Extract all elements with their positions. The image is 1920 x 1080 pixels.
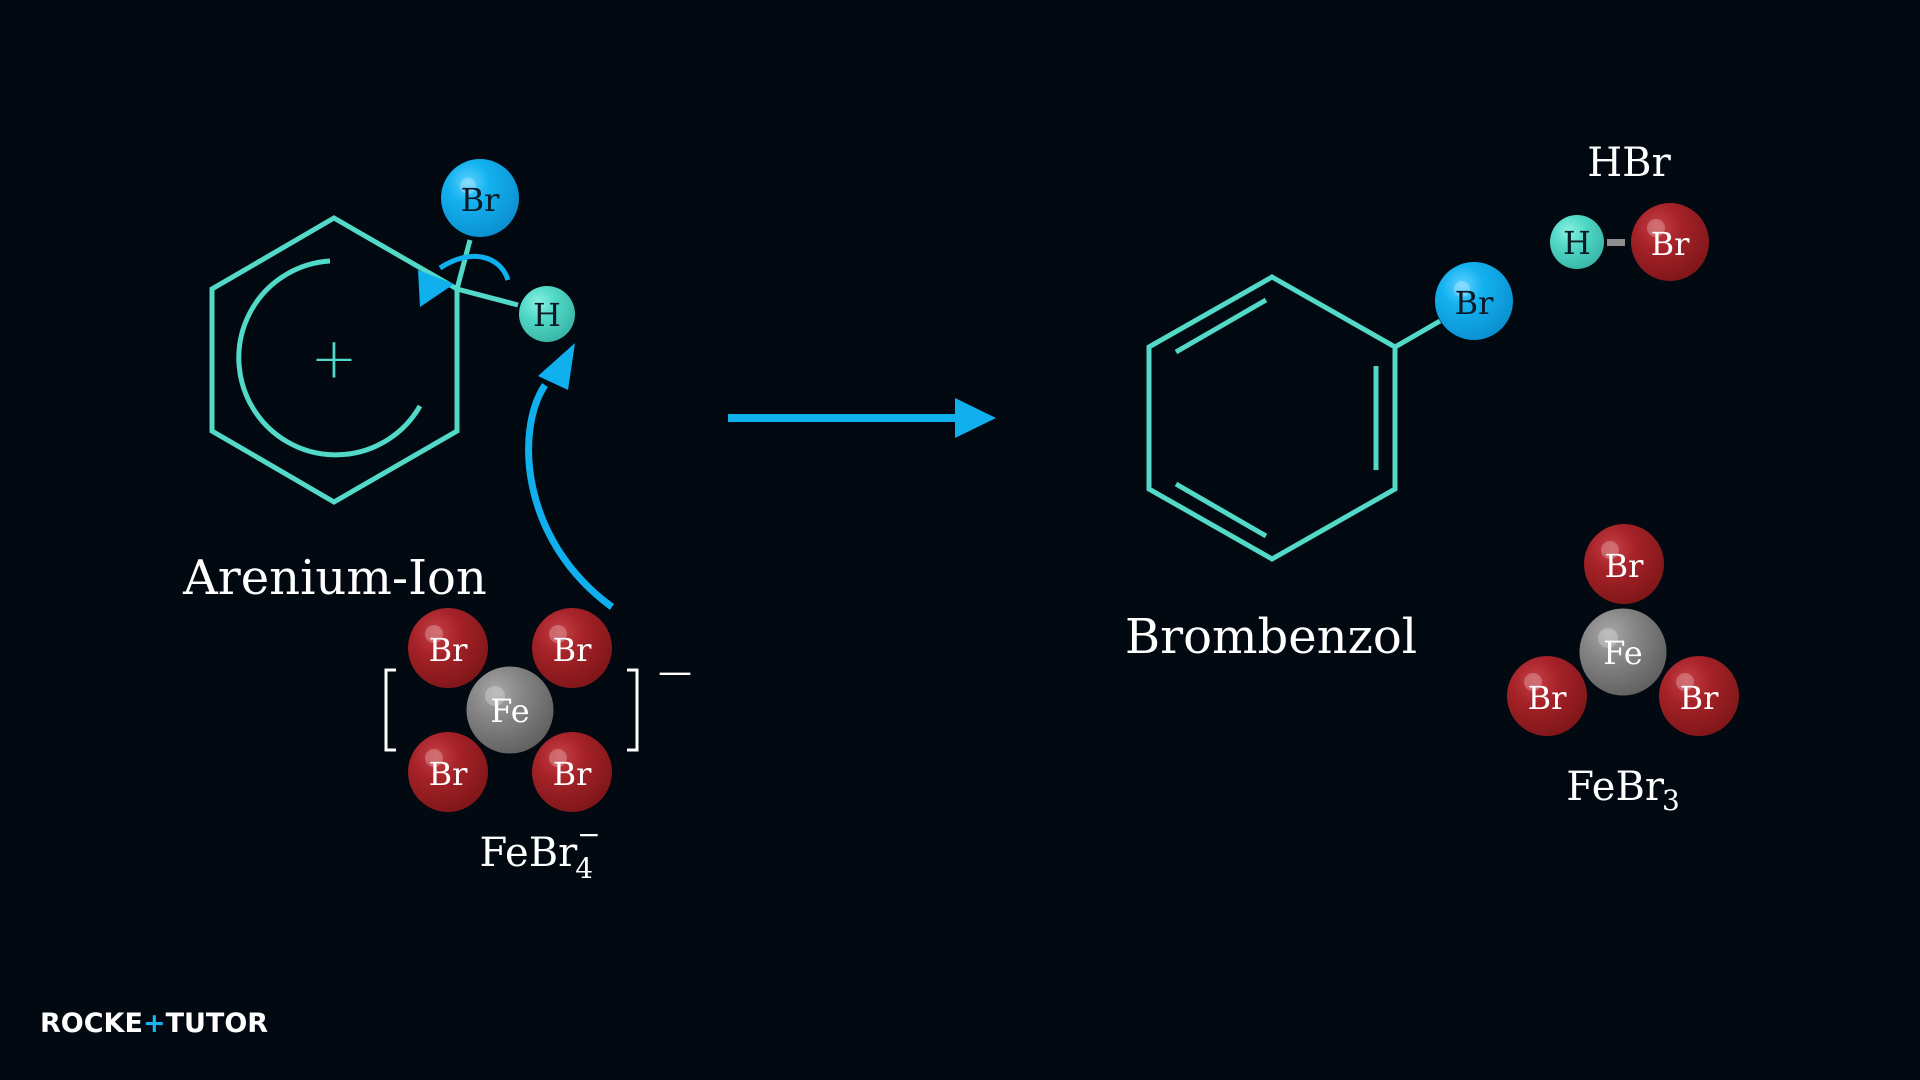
electron-push-arrow [438,253,511,281]
febr4-br-3: Br [408,732,488,812]
delocalized-arc [236,258,423,458]
febr3-br-left: Br [1507,656,1587,736]
c-h-bond [456,286,519,308]
arenium-br-label: Br [461,181,501,219]
logo-part-2: TUTO [165,1008,248,1039]
arenium-ion-label: Arenium-Ion [182,550,487,606]
svg-text:Br: Br [1528,679,1568,717]
svg-text:Br: Br [1651,225,1691,263]
brombenzol-br-atom: Br [1435,262,1513,340]
positive-charge: + [311,327,358,392]
svg-text:Br: Br [1680,679,1720,717]
complex-charge: — [658,652,692,692]
hbr-molecule: HBr H Br [1550,140,1709,281]
febr3-br-top: Br [1584,524,1664,604]
febr3-subscript: 3 [1662,784,1680,817]
left-bracket [384,668,396,752]
febr3-molecule: Br Br Br Fe FeBr3 [1507,524,1739,817]
hbr-br-atom: Br [1631,203,1709,281]
febr4-subscript: 4 [575,852,593,885]
febr3-br-right: Br [1659,656,1739,736]
c-br-bond [454,239,473,290]
base-attack-arrow [525,383,615,610]
svg-text:Br: Br [553,755,593,793]
electron-push-arrowhead [418,270,454,307]
hbr-h-atom: H [1550,215,1604,269]
base-attack-arrowhead [538,343,575,390]
logo-plus: + [142,1008,166,1039]
hbr-bond [1607,239,1625,246]
febr4-superscript: − [577,818,600,851]
svg-text:Br: Br [1605,547,1645,585]
svg-text:H: H [1563,224,1591,262]
benzene-ring [1146,274,1398,562]
brand-logo: ROCKE+TUTOR [40,1008,268,1039]
brombenzol: Br Brombenzol [1125,262,1513,665]
febr4-formula: FeBr4− [479,818,600,885]
brombenzol-label: Brombenzol [1125,609,1417,665]
logo-part-1: ROCKE [40,1008,143,1039]
right-bracket [627,668,639,752]
febr4-fe: Fe [463,663,557,757]
febr4-br-2: Br [532,608,612,688]
svg-text:Fe: Fe [490,692,529,730]
febr3-formula: FeBr3 [1566,764,1680,817]
febr3-fe: Fe [1576,605,1670,699]
arenium-ion: + Br H Arenium-Ion [182,159,575,606]
svg-text:Br: Br [553,631,593,669]
reaction-arrow [728,398,996,438]
svg-text:Br: Br [1455,284,1495,322]
febr4-br-4: Br [532,732,612,812]
arenium-br-atom: Br [441,159,519,237]
svg-text:Br: Br [429,631,469,669]
svg-text:Br: Br [429,755,469,793]
arenium-h-label: H [533,296,561,334]
double-bond-3 [1174,481,1268,539]
c-br-bond-product [1393,318,1442,350]
svg-text:Fe: Fe [1603,634,1642,672]
febr4-br-1: Br [408,608,488,688]
double-bond-1 [1174,297,1268,355]
febr4-complex: — Br Br Br Br Fe FeBr4− [384,608,692,885]
hbr-label: HBr [1587,140,1671,186]
arenium-h-atom: H [519,286,575,342]
logo-part-3: R [247,1008,269,1039]
